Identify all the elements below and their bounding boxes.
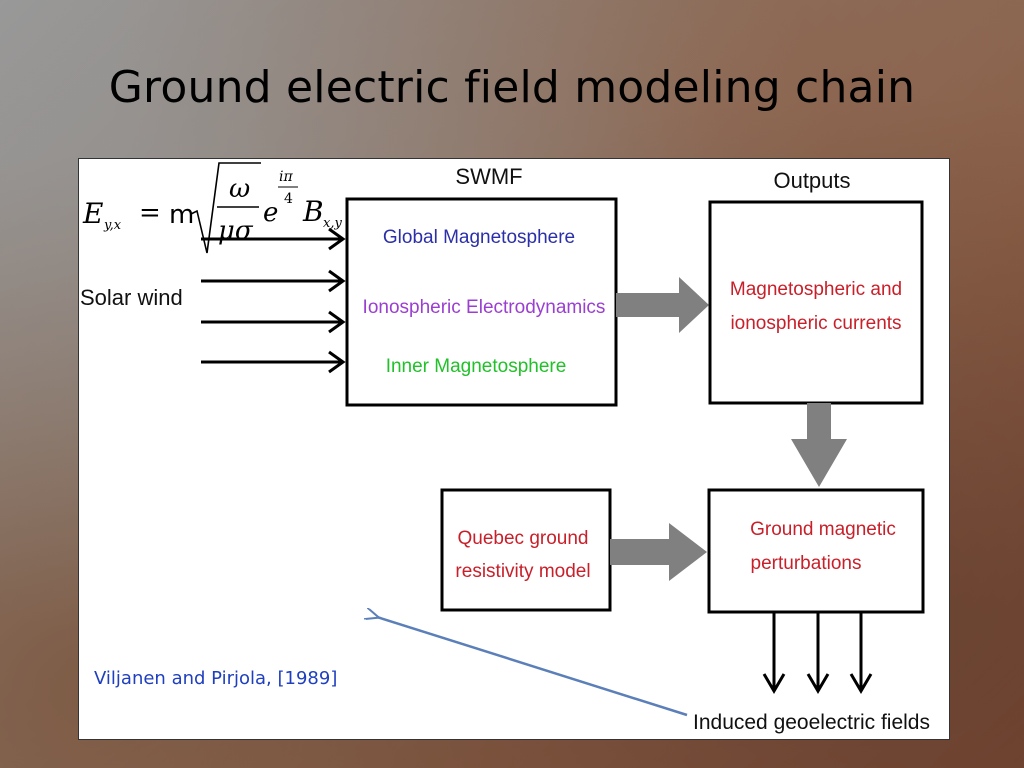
formula-B-sub: x,y [323,216,342,231]
induced-arrows [762,612,873,694]
ground-box [707,488,925,614]
formula-m: m [169,200,194,230]
outputs-box [708,200,924,405]
ground-line-2: perturbations [751,553,862,574]
global-magnetosphere-label: Global Magnetosphere [383,227,575,248]
outputs-line-1: Magnetospheric and [730,279,902,300]
formula-exp-den: 4 [284,191,293,207]
quebec-to-ground-arrow [610,523,707,581]
formula-equals: = [139,198,161,228]
induced-geoelectric-label: Induced geoelectric fields [693,711,930,734]
formula-radical [190,162,261,254]
citation-text: Viljanen and Pirjola, [1989] [94,668,338,689]
geoelectric-formula: E y,x = m ω μσ e iπ 4 B x,y [82,162,342,254]
outputs-line-2: ionospheric currents [730,313,901,334]
solar-wind-arrows [201,227,346,374]
formula-E: E [82,197,103,230]
formula-B: B [302,195,324,228]
formula-e: e [263,198,278,228]
diagram-panel: SWMF Outputs Solar wind Global Magnetosp… [78,158,950,740]
quebec-line-2: resistivity model [455,561,590,582]
inner-magnetosphere-label: Inner Magnetosphere [386,356,567,377]
outputs-to-ground-arrow [791,403,847,487]
citation-pointer-arrow [377,617,688,717]
swmf-header: SWMF [455,164,522,189]
outputs-header: Outputs [773,168,850,193]
modeling-chain-diagram: SWMF Outputs Solar wind Global Magnetosp… [80,164,930,734]
formula-musigma: μσ [218,216,254,246]
formula-exp-num: iπ [279,169,293,185]
solar-wind-label: Solar wind [80,285,183,310]
swmf-box [345,197,618,407]
quebec-box [440,488,612,612]
slide-title: Ground electric field modeling chain [108,62,916,113]
ionospheric-electrodynamics-label: Ionospheric Electrodynamics [363,297,606,318]
formula-E-sub: y,x [103,218,122,233]
ground-line-1: Ground magnetic [750,519,896,540]
swmf-to-outputs-arrow [616,277,709,333]
quebec-line-1: Quebec ground [458,528,589,549]
formula-omega: ω [229,174,250,204]
